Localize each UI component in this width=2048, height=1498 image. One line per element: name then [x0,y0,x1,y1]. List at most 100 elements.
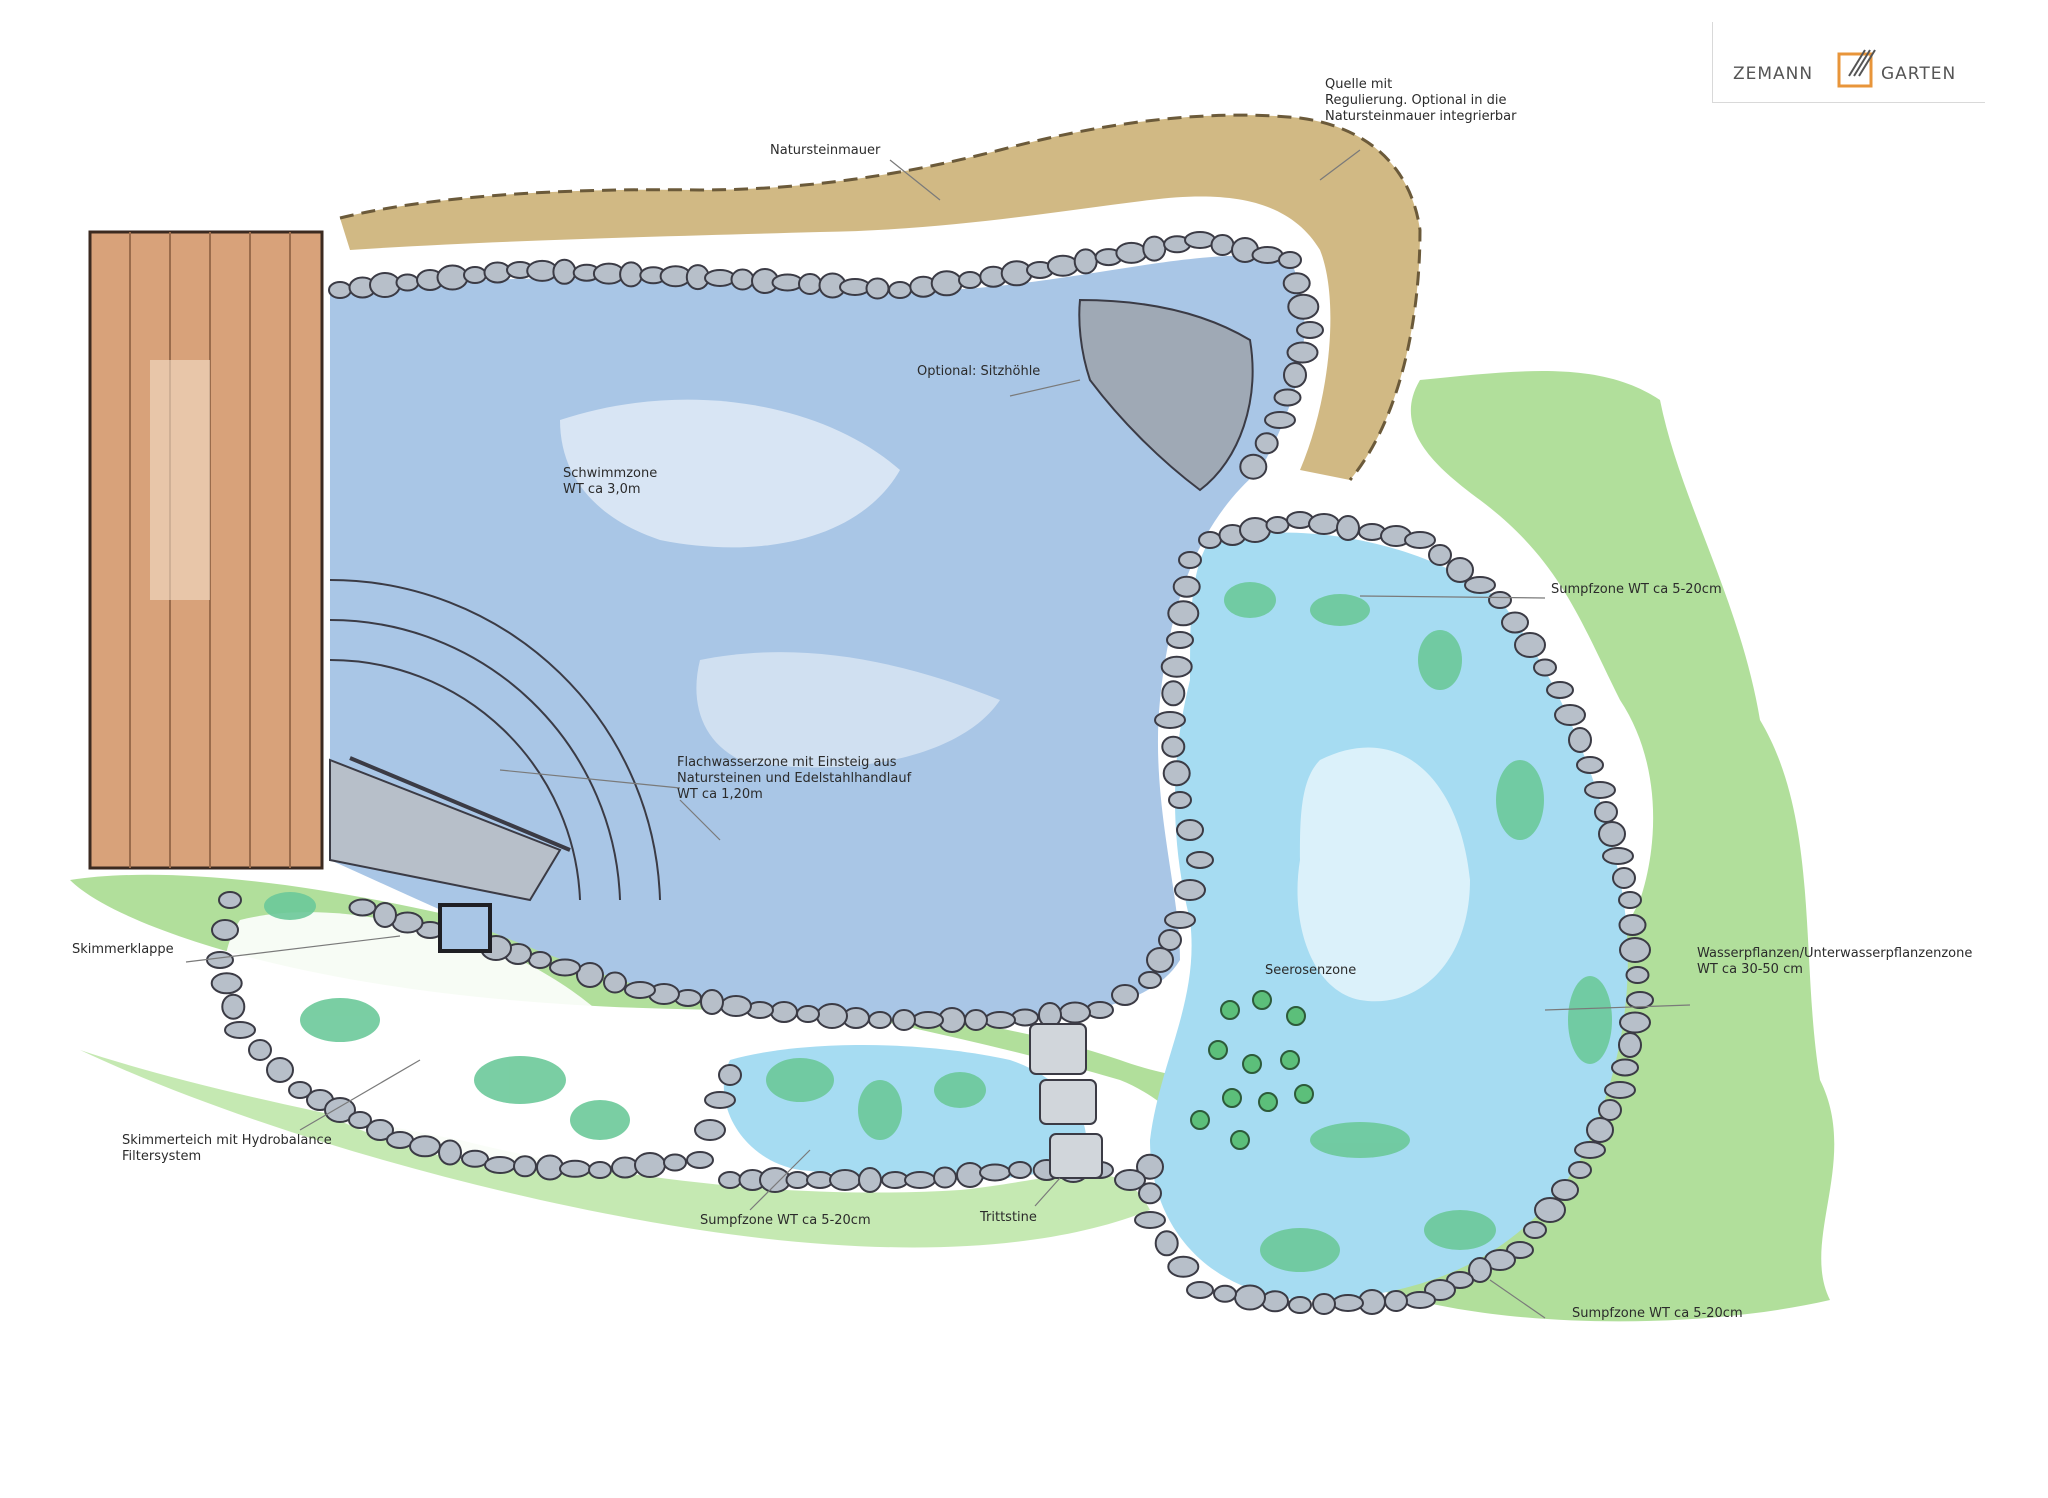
pebble [1404,1291,1436,1309]
pebble [984,1011,1016,1029]
logo-mark-icon [1837,49,1876,88]
pebble [912,1011,944,1029]
pebble [888,281,912,299]
pebble [1167,600,1200,627]
pebble [770,1001,798,1023]
pebble [576,962,604,988]
pebble [1158,929,1182,951]
pebble [395,273,420,292]
label-quelle-line3: Natursteinmauer integrierbar [1325,109,1517,124]
pebble [1514,632,1546,658]
pebble [559,1159,591,1178]
pebble [1626,991,1654,1009]
pebble [1283,362,1307,388]
pebble [1264,411,1296,429]
pebble [730,268,755,291]
pebble [1568,727,1592,753]
wooden-deck [88,230,324,870]
pebble [248,1039,272,1061]
pebble [1142,235,1167,262]
pebble [1278,251,1302,269]
pebble [1574,1141,1606,1159]
pebble [1554,704,1586,726]
pebble [1134,1211,1166,1229]
pebble [1254,432,1279,455]
pebble [868,1011,892,1029]
pebble [1286,341,1319,364]
label-flachwasser-line1: Flachwasserzone mit Einsteig aus [677,755,897,770]
pebble [1161,735,1186,758]
pebble [463,266,487,284]
pebble [1239,453,1268,480]
pebble [634,1152,666,1178]
pebble [1161,680,1186,707]
grass-area [70,371,1835,1322]
pebble [391,911,424,934]
pebble [1154,1230,1179,1257]
pebble [1404,531,1436,549]
pebble [1312,1293,1336,1315]
pebble [704,269,736,287]
pebble [1619,1011,1651,1034]
label-sumpfzone-bottom: Sumpfzone WT ca 5-20cm [700,1213,871,1228]
pebble [718,1064,742,1086]
label-trittstine: Trittstine [980,1210,1037,1225]
label-wasserpflanzen-line1: Wasserpflanzen/Unterwasserpflanzenzone [1697,946,1973,961]
pebble [1288,1296,1312,1314]
swimming-zone-water [330,255,1305,1021]
pebble [1618,891,1642,909]
pebble [552,258,577,285]
natural-stone-wall [339,113,1422,481]
pebble [324,1097,356,1123]
pebble [1146,947,1174,973]
pebble [1287,293,1320,320]
pebble [1612,867,1636,889]
pebble [1265,516,1290,534]
label-wasserpflanzen-line2: WT ca 30-50 cm [1697,962,1803,977]
pebble [1138,1182,1162,1205]
pebble [930,270,963,297]
pebble [588,1161,612,1179]
pebble [513,1155,537,1178]
pebble [1168,791,1192,809]
pebble [1176,819,1204,841]
water-lilies [1190,990,1314,1150]
pebble [1008,1161,1032,1179]
pebble [1551,1179,1579,1201]
pebble [839,278,871,296]
pebble [979,1163,1011,1182]
pebble [1428,544,1452,566]
pebble [1446,557,1474,583]
pebble [1059,1001,1091,1024]
pebble [206,951,234,969]
pebble [611,1156,639,1179]
annotation-leaders [185,149,1691,1319]
label-flachwasser-line3: WT ca 1,20m [677,787,763,802]
pebble [549,958,581,977]
pebble [1086,1001,1114,1019]
pebble [1618,914,1647,936]
aquatic-plants [264,582,1612,1272]
pebble [1138,971,1162,989]
pebble [1115,241,1148,264]
label-quelle-line2: Regulierung. Optional in die [1325,93,1507,108]
stepping-stones [1029,1023,1103,1179]
pebble [1162,760,1191,787]
pebble [369,272,401,298]
pebble [438,1139,462,1166]
pebble [1273,388,1302,407]
pebble [1261,1290,1289,1313]
pebble [1625,966,1650,984]
skimmer-hatch [438,903,492,953]
pebble [956,1162,984,1188]
pebble [1239,517,1271,543]
pebble [348,1111,372,1129]
pebble [619,261,644,288]
pebble [816,1003,848,1029]
pebble [1584,781,1616,799]
pebble [1586,1117,1614,1143]
pebble [1534,1197,1566,1223]
pebble [461,1149,489,1168]
pebble [933,1166,957,1189]
pebble [958,271,982,289]
